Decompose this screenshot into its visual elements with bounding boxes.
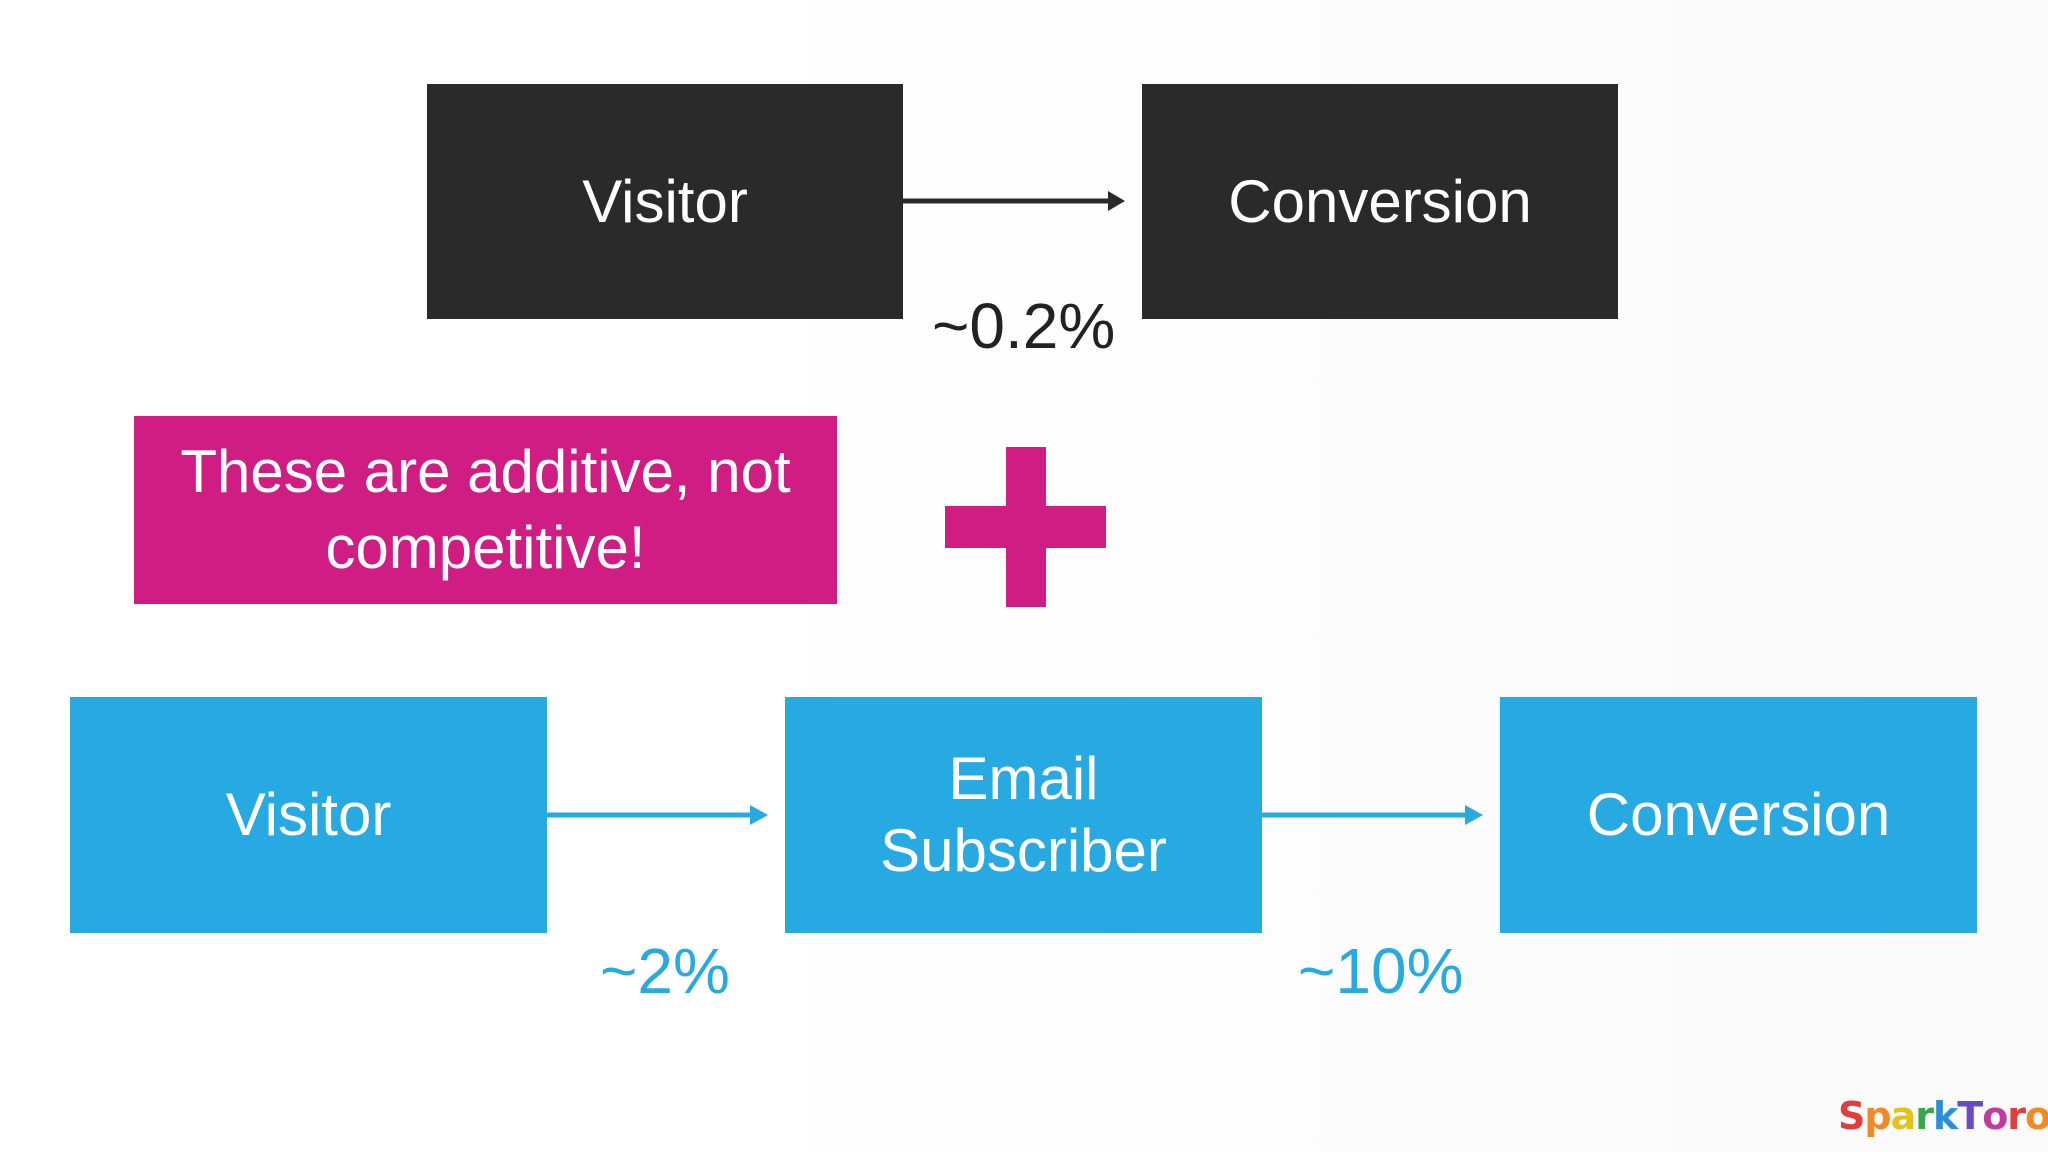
logo-letter: o xyxy=(2025,1094,2048,1138)
bottom-visitor-box: Visitor xyxy=(70,697,547,933)
plus-horizontal-bar xyxy=(945,506,1106,548)
logo-letter: r xyxy=(2007,1094,2026,1138)
additive-callout: These are additive, not competitive! xyxy=(134,416,837,604)
logo-letter: T xyxy=(1957,1094,1983,1138)
email-subscriber-label: Email Subscriber xyxy=(880,745,1167,884)
logo-letter: p xyxy=(1864,1094,1891,1138)
bottom-conversion-label: Conversion xyxy=(1586,781,1891,848)
bottom-visitor-label: Visitor xyxy=(225,781,392,848)
top-visitor-label: Visitor xyxy=(582,167,748,235)
email-subscriber-box: Email Subscriber xyxy=(785,697,1262,933)
logo-letter: o xyxy=(1982,1094,2008,1138)
logo-letter: r xyxy=(1915,1094,1934,1138)
top-conversion-label: Conversion xyxy=(1228,167,1532,235)
top-rate-label: ~0.2% xyxy=(932,290,1116,362)
bottom-arrow-2 xyxy=(1262,805,1483,825)
sparktoro-logo: SparkToro xyxy=(1838,1092,2048,1140)
logo-letter: a xyxy=(1890,1094,1917,1138)
top-arrow xyxy=(903,191,1125,211)
logo-letter: k xyxy=(1932,1094,1958,1138)
top-visitor-box: Visitor xyxy=(427,84,903,319)
logo-letter: S xyxy=(1838,1094,1865,1138)
visitor-to-subscriber-rate: ~2% xyxy=(600,935,730,1007)
bottom-arrow-1 xyxy=(547,805,768,825)
callout-text: These are additive, not competitive! xyxy=(180,438,791,581)
top-conversion-box: Conversion xyxy=(1142,84,1618,319)
bottom-conversion-box: Conversion xyxy=(1500,697,1977,933)
subscriber-to-conversion-rate: ~10% xyxy=(1298,935,1464,1007)
